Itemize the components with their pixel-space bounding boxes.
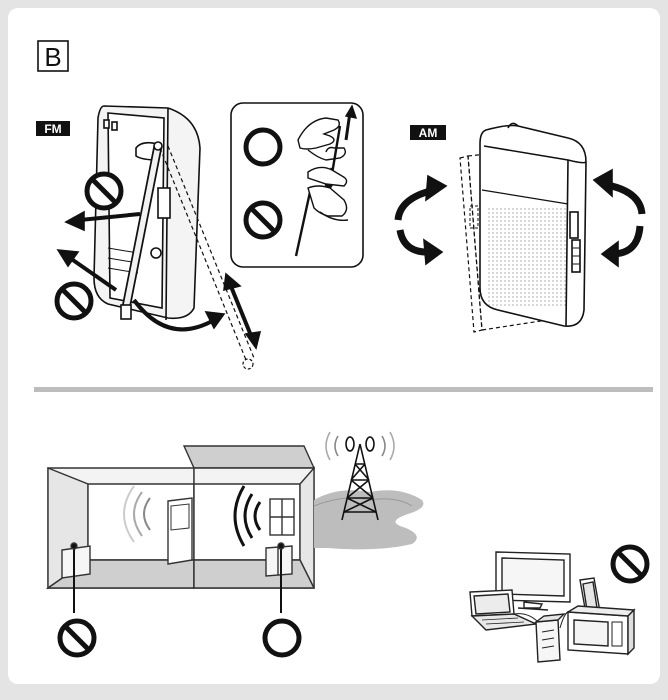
- tower-illustration: [313, 431, 424, 550]
- prohibited-icon: [613, 547, 647, 581]
- prohibited-icon: [57, 284, 91, 318]
- rotate-right-arrow-icon: [592, 168, 646, 268]
- fm-radio-illustration: [56, 105, 262, 370]
- fm-badge-label: FM: [44, 122, 61, 136]
- circle-ok-icon: [265, 621, 299, 655]
- swing-arrow-icon: [132, 298, 226, 332]
- am-radio-illustration: [394, 122, 646, 333]
- hand-pull-illustration: [297, 104, 358, 194]
- section-label-box: B: [37, 40, 69, 72]
- building-illustration: [45, 445, 316, 613]
- fm-badge: FM: [36, 121, 70, 136]
- am-badge: AM: [410, 125, 446, 140]
- instruction-sheet: B FM: [8, 8, 660, 684]
- prohibited-icon: [60, 621, 94, 655]
- circle-ok-icon: [246, 130, 280, 164]
- section-label: B: [44, 42, 61, 72]
- arrow-left-icon: [64, 210, 141, 232]
- am-badge-label: AM: [419, 126, 438, 140]
- double-arrow-icon: [223, 272, 262, 350]
- rotate-left-arrow-icon: [394, 174, 448, 266]
- arrow-up-left-icon: [56, 249, 118, 292]
- prohibited-icon: [246, 203, 280, 237]
- electronics-illustration: [469, 551, 636, 663]
- prohibited-icon: [87, 174, 121, 208]
- hand-push-illustration: [294, 185, 349, 257]
- section-divider: [34, 387, 653, 392]
- illustration-canvas: B FM: [34, 40, 653, 663]
